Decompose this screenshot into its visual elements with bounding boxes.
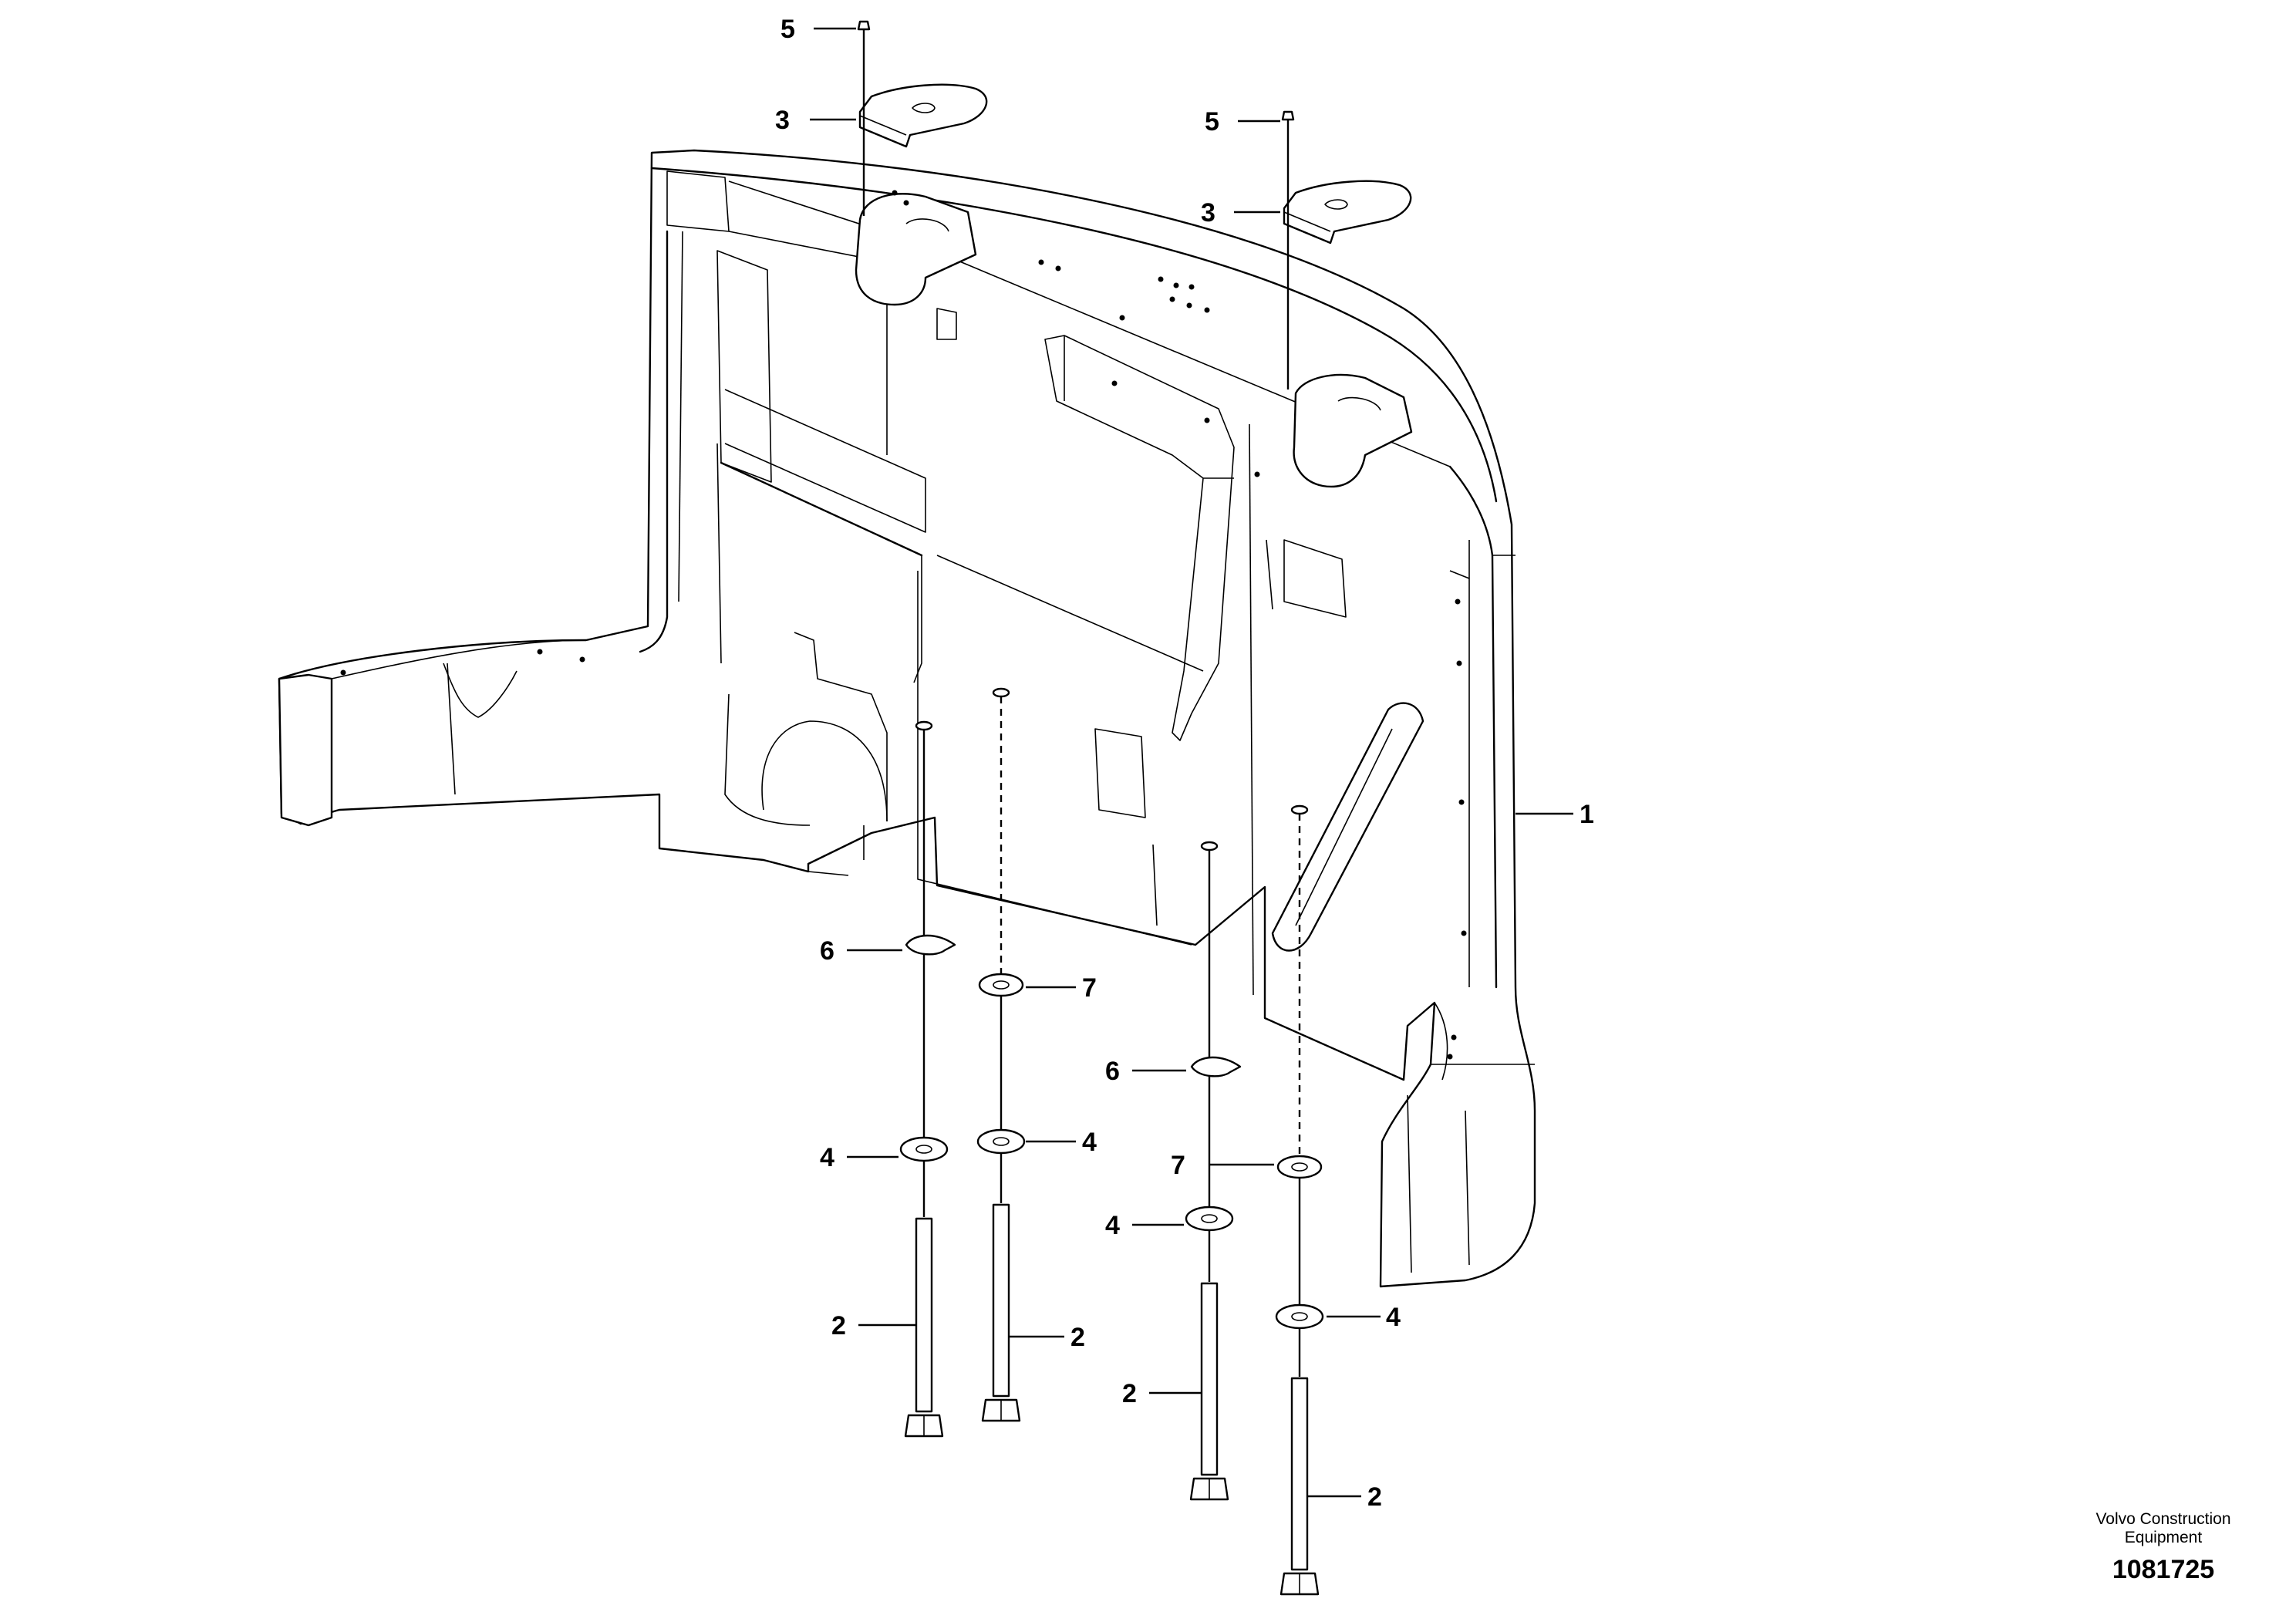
fastener-stack-b: [976, 687, 1026, 1422]
callout-2: 2: [1122, 1379, 1137, 1408]
callout-5: 5: [781, 15, 795, 44]
plate-part-3b: [1283, 180, 1412, 244]
callout-7: 7: [1171, 1151, 1185, 1180]
callout-6: 6: [820, 936, 834, 966]
bolt-holes: [340, 190, 1467, 1060]
callout-4: 4: [1105, 1211, 1120, 1240]
brand-label: Volvo Construction Equipment: [2052, 1510, 2275, 1547]
fastener-stack-a: [899, 720, 956, 1438]
callout-4: 4: [820, 1143, 834, 1172]
brand-line-1: Volvo Construction: [2095, 1510, 2231, 1528]
callout-7: 7: [1082, 973, 1097, 1003]
counterweight-part-1: [278, 149, 1536, 1288]
callout-5: 5: [1205, 107, 1219, 137]
callout-3: 3: [775, 106, 790, 135]
screw-part-5b: [1281, 110, 1295, 389]
callout-1: 1: [1580, 800, 1594, 829]
callout-2: 2: [831, 1311, 846, 1340]
callout-2: 2: [1367, 1482, 1382, 1512]
callout-2: 2: [1070, 1323, 1085, 1352]
fastener-stack-c: [1185, 841, 1242, 1501]
callout-3: 3: [1201, 198, 1215, 228]
callout-labels: 5 3 5 3 1 6 7 4 4 6 7 4 4 2 2 2 2: [775, 15, 1594, 1512]
callout-4: 4: [1386, 1303, 1401, 1332]
callout-4: 4: [1082, 1128, 1097, 1157]
screw-part-5a: [857, 20, 871, 216]
callout-leaders: [810, 27, 1573, 1498]
fastener-stack-d: [1275, 804, 1324, 1596]
brand-line-2: Equipment: [2124, 1529, 2203, 1546]
callout-6: 6: [1105, 1057, 1120, 1086]
drawing-number: 1081725: [2112, 1555, 2215, 1584]
plate-part-3a: [858, 83, 988, 148]
